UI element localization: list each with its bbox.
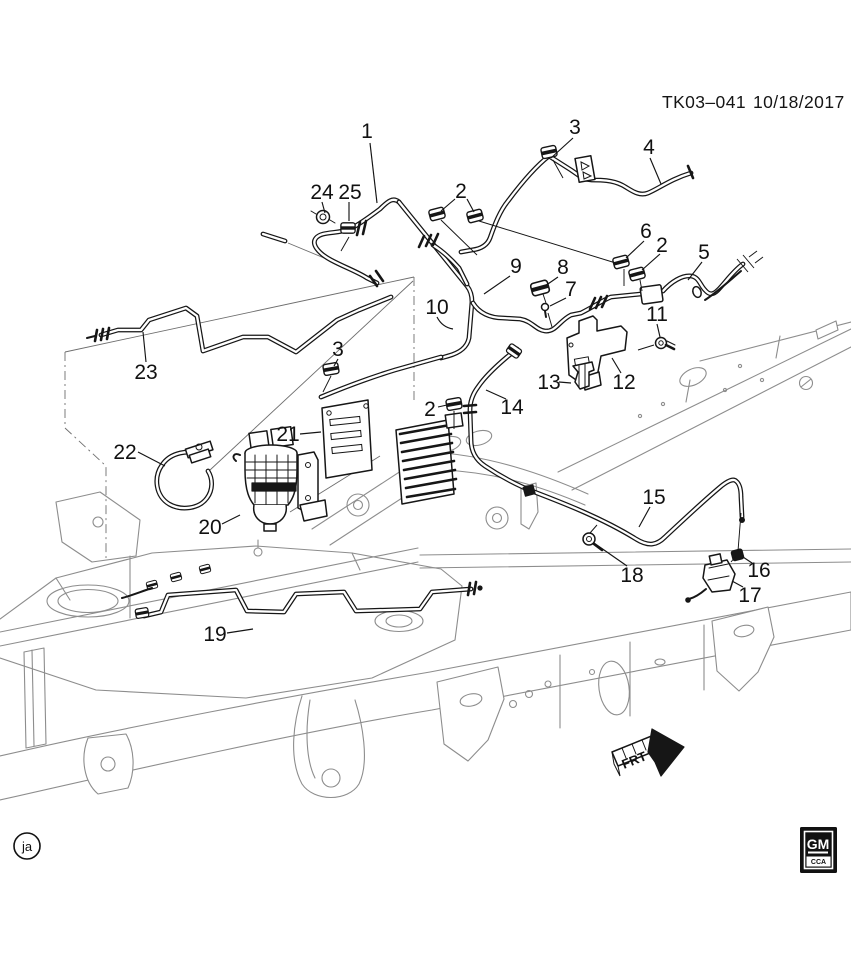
parts <box>121 144 745 620</box>
pump-fitting <box>169 571 183 583</box>
pipe-fittings <box>86 219 702 597</box>
callout-25: 25 <box>338 181 361 204</box>
bolt-18 <box>582 532 604 552</box>
callout-1: 1 <box>361 120 373 143</box>
callout-16: 16 <box>747 559 770 582</box>
clip-19 <box>134 606 150 620</box>
callout-18: 18 <box>620 564 643 587</box>
front-direction-arrow: FRT <box>611 728 685 777</box>
callout-22: 22 <box>113 441 136 464</box>
bracket-pipe4 <box>574 155 596 183</box>
callout-11: 11 <box>646 303 668 326</box>
callout-9: 9 <box>510 255 522 278</box>
gm-logo-subtext: CCA <box>811 859 826 866</box>
bolt-11 <box>654 336 676 351</box>
callout-17: 17 <box>738 584 761 607</box>
callout-6: 6 <box>640 220 652 243</box>
fuel-lines <box>98 153 764 619</box>
callout-2b: 2 <box>656 234 668 257</box>
gm-logo-text: GM <box>807 836 830 852</box>
callout-19: 19 <box>203 623 226 646</box>
grommet-24 <box>310 209 336 225</box>
fuel-pipe-14-15 <box>467 346 745 547</box>
callout-21: 21 <box>276 423 299 446</box>
clamp-22 <box>184 440 214 464</box>
leader-lines <box>137 137 753 634</box>
valve-17 <box>685 553 736 603</box>
attachment-lines <box>322 159 742 563</box>
callout-5: 5 <box>698 241 710 264</box>
callout-15: 15 <box>642 486 665 509</box>
callout-20: 20 <box>198 516 221 539</box>
pump-fitting <box>198 563 212 575</box>
callout-8: 8 <box>557 256 569 279</box>
callouts: 1 3 4 24 25 2 6 2 5 9 8 7 10 11 3 23 13 … <box>113 116 770 646</box>
clip-25 <box>340 222 356 234</box>
clip-3-top <box>539 144 559 160</box>
clip-2b <box>465 208 485 224</box>
clip-2c <box>444 396 464 412</box>
module-21 <box>321 399 464 505</box>
clip-3-mid <box>321 361 341 377</box>
arrowhead <box>647 728 685 777</box>
callout-13: 13 <box>537 371 560 394</box>
author-mark-label: ja <box>21 839 33 854</box>
callout-3b: 3 <box>332 338 344 361</box>
callout-24: 24 <box>310 181 334 204</box>
valve-7 <box>540 302 550 318</box>
drawing-number: TK03–041 <box>662 92 746 112</box>
callout-12: 12 <box>612 371 635 394</box>
callout-4: 4 <box>643 136 655 159</box>
callout-2a: 2 <box>455 180 467 203</box>
author-mark: ja <box>13 832 41 860</box>
callout-14: 14 <box>500 396 524 419</box>
drawing-header: TK03–041 10/18/2017 <box>662 92 845 112</box>
clamp-13 <box>572 361 595 390</box>
clip-8 <box>529 278 551 298</box>
fuel-filter-20 <box>232 425 328 532</box>
callout-10: 10 <box>425 296 448 319</box>
drawing-date: 10/18/2017 <box>753 92 845 112</box>
callout-7: 7 <box>565 278 577 301</box>
gm-logo: GM CCA <box>800 827 837 873</box>
callout-2c: 2 <box>424 398 436 421</box>
callout-23: 23 <box>134 361 157 384</box>
callout-3a: 3 <box>569 116 581 139</box>
